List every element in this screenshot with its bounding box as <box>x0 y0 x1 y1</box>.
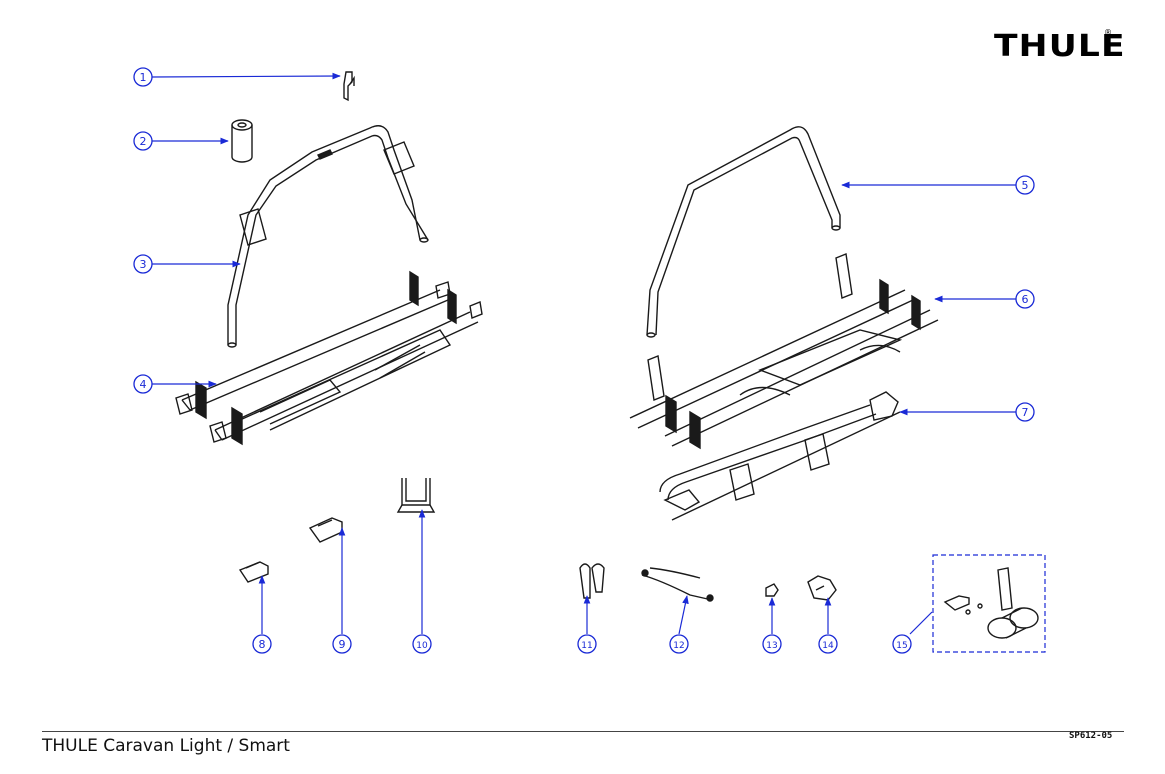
callout-11: 11 <box>577 634 597 654</box>
callout-9: 9 <box>332 634 352 654</box>
callout-number: 10 <box>416 641 428 651</box>
callout-number: 3 <box>140 258 147 271</box>
callout-number: 7 <box>1022 406 1029 419</box>
right-assembly-drawing <box>579 126 1039 639</box>
callout-circle <box>133 131 153 151</box>
callout-circle <box>762 634 782 654</box>
part-6-carrier-drawing <box>629 253 939 450</box>
callout-4: 4 <box>133 374 153 394</box>
callout-15: 15 <box>892 634 912 654</box>
callout-number: 11 <box>581 641 592 651</box>
part-12-straps-drawing <box>641 567 714 602</box>
part-13-cap-drawing <box>765 583 779 597</box>
footer-code: SP612-05 <box>1069 731 1113 741</box>
part-8-clip-drawing <box>238 561 269 583</box>
callout-7: 7 <box>1015 402 1035 422</box>
callout-14: 14 <box>818 634 838 654</box>
callout-5: 5 <box>1015 175 1035 195</box>
part-15-kit-drawing <box>943 567 1039 639</box>
logo-wordmark: THULE <box>994 29 1126 64</box>
callout-number: 4 <box>140 378 147 391</box>
part-1-hook-drawing <box>343 71 355 102</box>
callout-circle <box>669 634 689 654</box>
footer-divider <box>42 731 1124 732</box>
callout-circle <box>818 634 838 654</box>
part-5-frame-drawing <box>646 126 841 338</box>
callout-circle <box>133 374 153 394</box>
part-2-pad-drawing <box>231 119 253 163</box>
callout-circle <box>1015 402 1035 422</box>
callout-number: 9 <box>339 638 346 651</box>
callout-number: 1 <box>140 71 147 84</box>
callout-circle <box>577 634 597 654</box>
callout-circle <box>133 67 153 87</box>
part-3-frame-drawing <box>227 125 429 348</box>
callout-6: 6 <box>1015 289 1035 309</box>
callout-circle <box>412 634 432 654</box>
kit-outline-box <box>932 554 1046 653</box>
callout-1: 1 <box>133 67 153 87</box>
callout-circle <box>332 634 352 654</box>
part-14-clamp-drawing <box>807 575 837 601</box>
callout-2: 2 <box>133 131 153 151</box>
callout-number: 6 <box>1022 293 1029 306</box>
part-11-strap-drawing <box>579 563 605 599</box>
callout-number: 5 <box>1022 179 1029 192</box>
callout-circle <box>133 254 153 274</box>
callout-10: 10 <box>412 634 432 654</box>
callout-number: 12 <box>673 641 684 651</box>
callout-circle <box>1015 175 1035 195</box>
callout-number: 14 <box>822 641 834 651</box>
part-4-rails-drawing <box>175 270 483 446</box>
callout-13: 13 <box>762 634 782 654</box>
callout-number: 15 <box>896 641 907 651</box>
callout-8: 8 <box>252 634 272 654</box>
callout-number: 13 <box>766 641 777 651</box>
part-7-base-drawing <box>659 391 901 521</box>
callout-circle <box>892 634 912 654</box>
callout-12: 12 <box>669 634 689 654</box>
callout-leaders <box>151 72 1016 635</box>
left-assembly-drawing <box>175 71 483 583</box>
callout-circle <box>1015 289 1035 309</box>
callout-number: 8 <box>259 638 266 651</box>
registered-mark: ® <box>1104 28 1112 37</box>
callout-number: 2 <box>140 135 147 148</box>
part-10-bracket-drawing <box>396 478 436 513</box>
thule-logo: THULE ® <box>994 28 1125 70</box>
callout-3: 3 <box>133 254 153 274</box>
callout-circle <box>252 634 272 654</box>
part-9-clip-drawing <box>308 517 343 543</box>
footer-title: THULE Caravan Light / Smart <box>42 736 290 756</box>
